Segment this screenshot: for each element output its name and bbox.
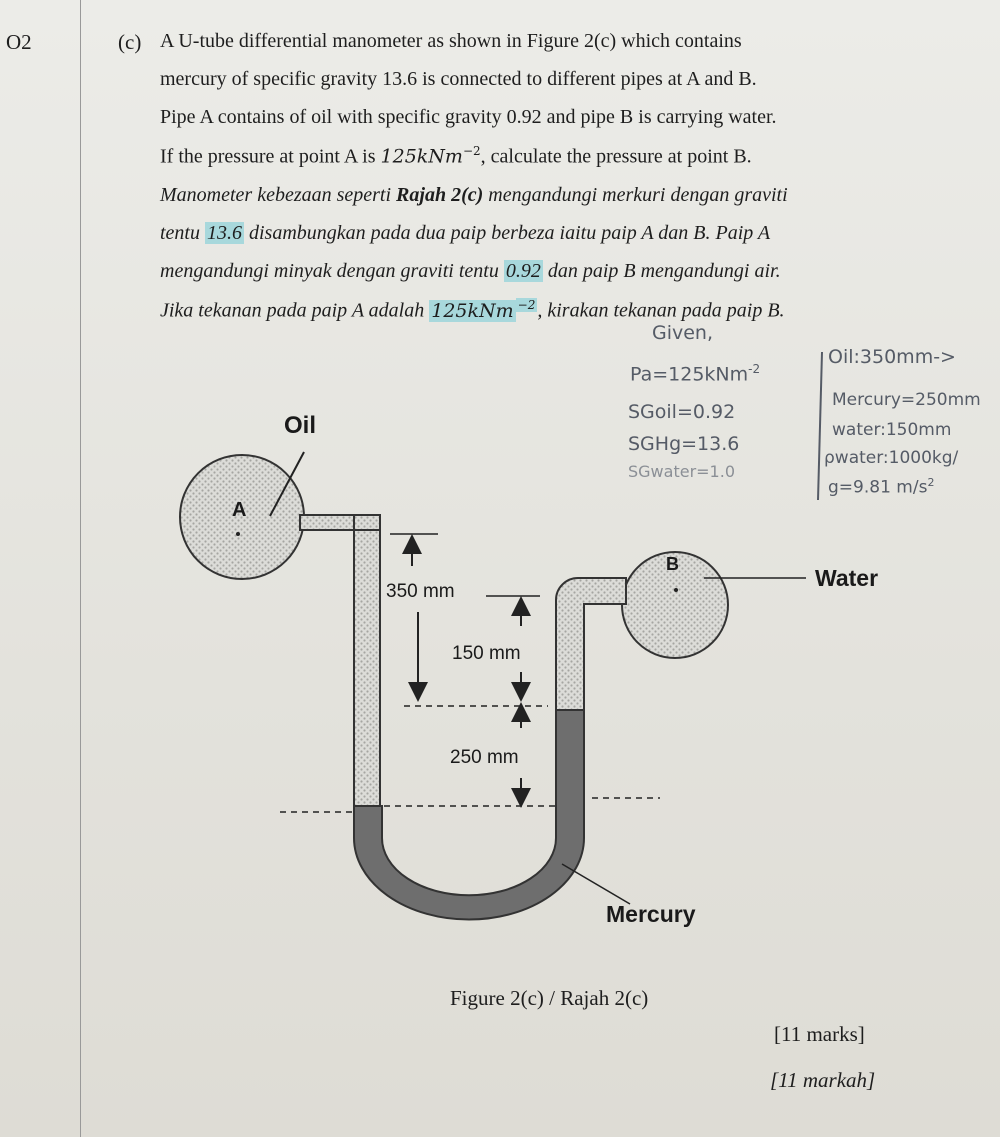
malay-l2-a: tentu	[160, 222, 205, 244]
malay-l2-b: disambungkan pada dua paip berbeza iaitu…	[244, 222, 771, 244]
figure-caption: Figure 2(c) / Rajah 2(c)	[450, 986, 649, 1010]
dim-150-label: 150 mm	[452, 643, 521, 664]
pressure-exponent: −2	[462, 144, 481, 158]
malay-l1-a: Manometer kebezaan seperti	[160, 184, 397, 206]
label-water: Water	[815, 565, 878, 591]
malay-l4-highlight: 125kNm	[429, 299, 516, 322]
marks-malay: [11 markah]	[770, 1068, 876, 1092]
margin-line	[80, 0, 81, 1137]
english-line-4: If the pressure at point A is 125kNm−2, …	[160, 144, 752, 169]
malay-l4-exponent: −2	[515, 298, 538, 312]
question-part: (c)	[118, 30, 142, 54]
note-sg-water: SGwater=1.0	[628, 462, 735, 481]
malay-l3-b: dan paip B mengandungi air.	[542, 260, 781, 282]
note-gravity: g=9.81 m/s2	[828, 476, 934, 498]
english-line-2: mercury of specific gravity 13.6 is conn…	[160, 68, 757, 90]
malay-l1-figure: Rajah 2(c)	[396, 184, 484, 206]
note-sg-oil: SGoil=0.92	[628, 401, 736, 423]
note-sg-mercury: SGHg=13.6	[628, 433, 740, 455]
marks-english: [11 marks]	[774, 1022, 865, 1046]
right-limb-water	[555, 577, 627, 711]
label-mercury: Mercury	[606, 901, 696, 927]
mercury-leader	[561, 863, 631, 905]
note-water-length: water:150mm	[832, 420, 952, 440]
english-line-3: Pipe A contains of oil with specific gra…	[160, 106, 777, 128]
malay-l1-c: mengandungi merkuri dengan graviti	[483, 184, 788, 206]
english-line-4-a: If the pressure at point A is	[160, 145, 381, 168]
left-limb-oil	[353, 514, 381, 807]
note-oil-length: Oil:350mm->	[828, 346, 956, 368]
malay-l3-highlight: 0.92	[503, 260, 543, 282]
label-oil: Oil	[284, 412, 316, 439]
note-pa-value: Pa=125kNm	[630, 363, 749, 386]
point-a-marker	[236, 532, 240, 536]
malay-line-4: Jika tekanan pada paip A adalah 125kNm−2…	[160, 298, 785, 323]
note-divider-left	[817, 351, 823, 501]
dim-350-label: 350 mm	[386, 581, 455, 602]
malay-line-2: tentu 13.6 disambungkan pada dua paip be…	[160, 222, 770, 245]
note-rho-water: ρwater:1000kg/	[824, 448, 959, 468]
malay-line-1: Manometer kebezaan seperti Rajah 2(c) me…	[160, 184, 788, 207]
oil-leader	[269, 451, 305, 517]
note-gravity-value: g=9.81 m/s	[828, 477, 928, 498]
question-number: O2	[6, 30, 32, 54]
malay-l4-b: , kirakan tekanan pada paip B.	[537, 299, 785, 322]
pressure-value: 125kNm	[380, 145, 463, 168]
label-a: A	[232, 499, 246, 521]
label-b: B	[666, 554, 679, 574]
note-pa: Pa=125kNm-2	[630, 362, 760, 385]
note-gravity-exponent: 2	[927, 476, 935, 489]
english-line-4-b: , calculate the pressure at point B.	[480, 145, 752, 168]
malay-l3-a: mengandungi minyak dengan graviti tentu	[160, 260, 504, 282]
malay-line-3: mengandungi minyak dengan graviti tentu …	[160, 260, 781, 283]
english-line-1: A U-tube differential manometer as shown…	[160, 30, 742, 52]
malay-l4-a: Jika tekanan pada paip A adalah	[160, 299, 430, 322]
dim-250-label: 250 mm	[450, 747, 519, 768]
mercury-u-bend	[353, 709, 585, 921]
point-b-marker	[674, 588, 678, 592]
note-pa-exponent: -2	[748, 362, 761, 376]
malay-l2-highlight: 13.6	[205, 222, 244, 244]
note-mercury-length: Mercury=250mm	[832, 390, 981, 410]
note-given: Given,	[652, 322, 714, 344]
